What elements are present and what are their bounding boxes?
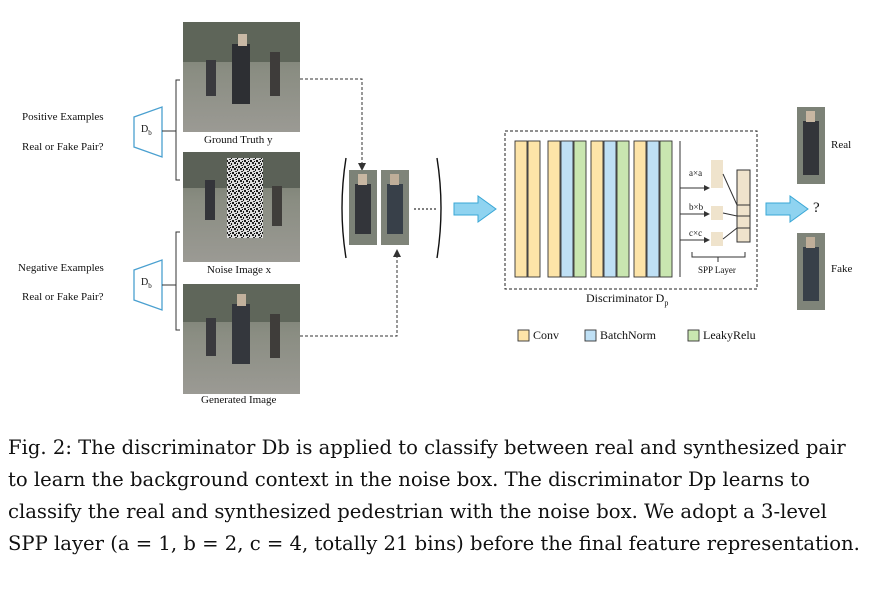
real-or-fake-pair-label-2: Real or Fake Pair? — [22, 291, 104, 303]
caption-text: The discriminator Db is applied to class… — [8, 436, 860, 555]
real-output-label: Real — [831, 139, 852, 151]
noise-image-label: Noise Image x — [207, 264, 272, 276]
dashed-connector-bottom — [300, 255, 398, 337]
figure-label: Fig. 2: — [8, 436, 72, 459]
architecture-diagram — [133, 22, 825, 394]
crop-pair — [341, 157, 442, 259]
spp-layer — [679, 141, 751, 277]
db-label-top: Db — [141, 124, 152, 137]
ground-truth-label: Ground Truth y — [204, 134, 273, 146]
spp-layer-label: SPP Layer — [698, 265, 736, 275]
output-arrow — [765, 195, 809, 223]
pool-axa-label: a×a — [689, 168, 703, 178]
real-or-fake-pair-label-1: Real or Fake Pair? — [22, 141, 104, 153]
fake-output-image — [797, 233, 825, 310]
dashed-connector-top — [300, 78, 363, 165]
legend-swatch-conv — [517, 329, 530, 342]
ground-truth-image — [183, 22, 300, 132]
generated-image-label: Generated Image — [201, 394, 277, 406]
db-encoder-top — [133, 106, 163, 158]
db-label-bottom: Db — [141, 277, 152, 290]
legend-label-batchnorm: BatchNorm — [600, 328, 656, 342]
input-arrow — [453, 195, 497, 223]
pool-cxc-label: c×c — [689, 228, 703, 238]
real-output-image — [797, 107, 825, 184]
legend-swatch-leakyrelu — [687, 329, 700, 342]
db-encoder-bottom — [133, 259, 163, 311]
legend-label-conv: Conv — [533, 328, 560, 342]
discriminator-title: Discriminator Dp — [586, 291, 669, 308]
legend-swatch-batchnorm — [584, 329, 597, 342]
layer-blocks — [514, 140, 673, 278]
generated-image — [183, 284, 300, 394]
legend-label-leakyrelu: LeakyRelu — [703, 328, 756, 342]
negative-examples-label: Negative Examples — [18, 262, 104, 274]
positive-examples-label: Positive Examples — [22, 111, 104, 123]
fake-output-label: Fake — [831, 263, 853, 275]
bracket-top — [162, 79, 180, 181]
bracket-bottom — [162, 231, 180, 331]
question-mark: ? — [813, 200, 820, 216]
noise-image — [183, 152, 300, 262]
discriminator-box — [504, 130, 758, 290]
figure-caption: Fig. 2: The discriminator Db is applied … — [8, 432, 868, 560]
pool-bxb-label: b×b — [689, 202, 704, 212]
